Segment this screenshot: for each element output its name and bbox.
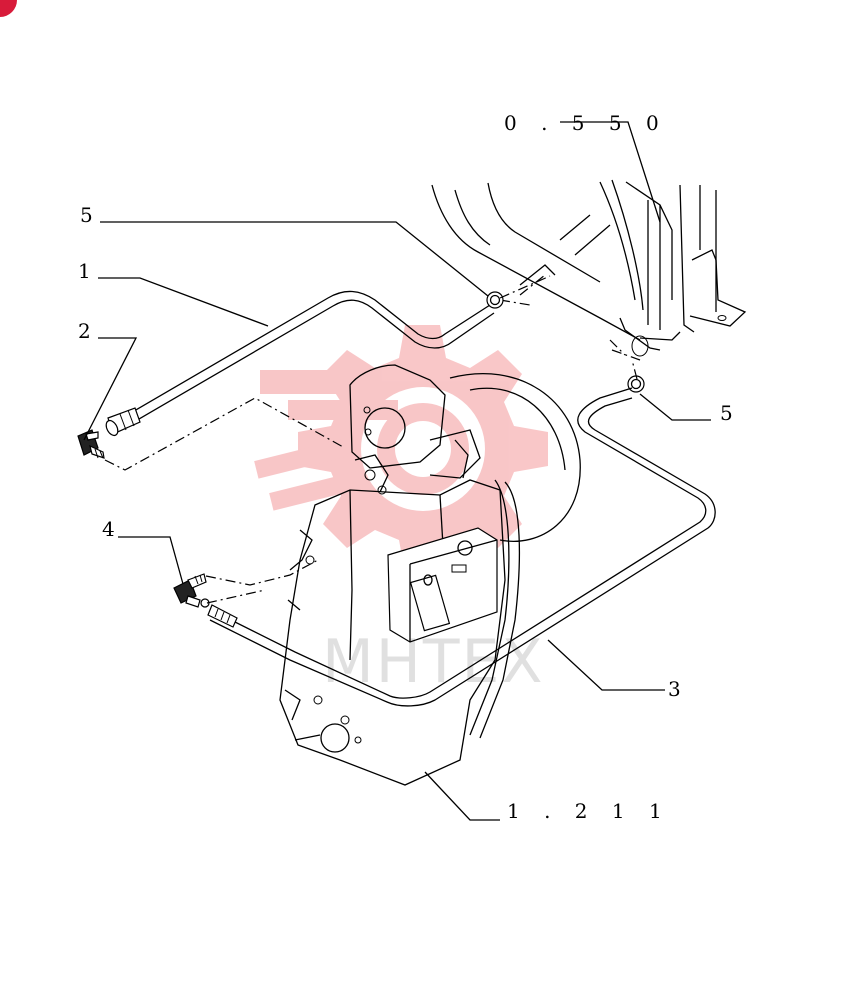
callout-2: 2	[78, 319, 91, 343]
corner-badge	[0, 0, 17, 17]
hose-3	[207, 387, 716, 707]
transmission-assembly	[279, 364, 581, 786]
fitting-4	[173, 573, 210, 608]
watermark-logo	[254, 325, 548, 573]
radiator-assembly	[431, 179, 747, 361]
clamp-5-top	[486, 291, 504, 309]
fitting-2	[77, 429, 105, 459]
connection-lines	[104, 275, 638, 604]
reference-transmission: 1 . 2 1 1	[507, 799, 671, 823]
callout-leaders	[83, 121, 711, 821]
callout-4: 4	[102, 517, 115, 541]
reference-radiator: 0 . 5 5 0	[504, 111, 668, 135]
callout-5-top: 5	[80, 203, 93, 227]
callout-3: 3	[668, 677, 681, 701]
hose-1	[105, 290, 495, 437]
callout-1: 1	[78, 259, 91, 283]
callout-5-right: 5	[720, 401, 733, 425]
watermark-text: MHTEX	[322, 627, 545, 697]
clamp-5-right	[627, 375, 645, 393]
